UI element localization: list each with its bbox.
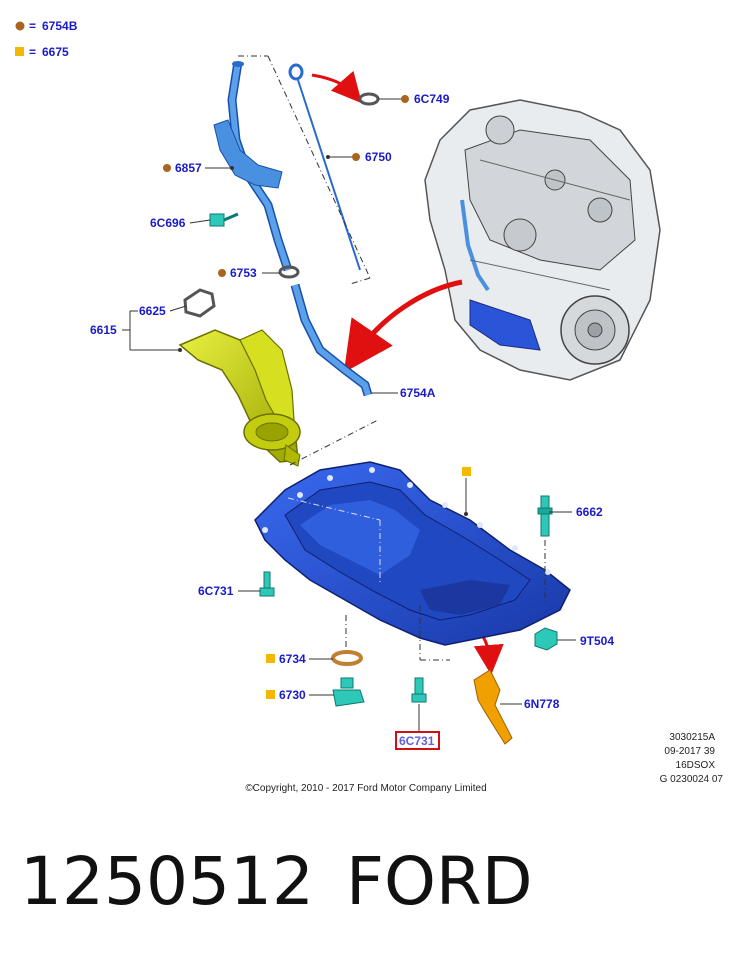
brand-name: FORD: [346, 843, 533, 920]
part-6N778: [473, 669, 513, 745]
callout-6C731-left: 6C731: [198, 584, 234, 598]
meta-line-1: 3030215A: [669, 732, 715, 743]
callout-6C749: 6C749: [414, 92, 450, 106]
svg-text:=: =: [29, 45, 36, 59]
callout-6734: 6734: [279, 652, 306, 666]
oil-pickup-6615: [178, 329, 301, 467]
callout-6N778: 6N778: [524, 697, 560, 711]
drain-plug-6730: [332, 677, 365, 707]
callout-6754A: 6754A: [400, 386, 436, 400]
callout-9T504: 9T504: [580, 634, 614, 648]
gasket-6625: [183, 288, 216, 318]
legend-label-6675: 6675: [42, 45, 69, 59]
legend-label-6754B: 6754B: [42, 19, 78, 33]
bolt-6C696: [209, 212, 239, 227]
legend: = 6754B = 6675: [15, 19, 78, 59]
legend-square-marker: [15, 47, 24, 56]
engine-illustration: [424, 99, 661, 381]
nut-9T504: [534, 627, 558, 651]
bolt-6C731-bottom: [411, 677, 427, 703]
part-number: 1250512: [20, 843, 314, 920]
dipstick-6750: [288, 63, 361, 271]
callout-6857: 6857: [175, 161, 202, 175]
stud-6662: [537, 495, 553, 537]
dipstick-tube-6754B: [213, 61, 373, 397]
callout-6750: 6750: [365, 150, 392, 164]
meta-line-2: 09-2017 39: [664, 746, 715, 757]
meta-line-3: 16DSOX: [676, 760, 716, 771]
callout-6C696: 6C696: [150, 216, 186, 230]
svg-text:=: =: [29, 19, 36, 33]
legend-circle-marker: [15, 21, 25, 31]
meta-line-4: G 0230024 07: [660, 774, 724, 785]
drawing-metadata: 3030215A 09-2017 39 16DSOX G 0230024 07: [660, 732, 724, 785]
callout-6625: 6625: [139, 304, 166, 318]
highlight-box-6C731: [395, 731, 440, 750]
bolt-6C731-left: [259, 571, 275, 597]
callout-6753: 6753: [230, 266, 257, 280]
red-arrow-engine: [343, 279, 463, 373]
o-ring-6C749: [358, 92, 380, 106]
callout-6662: 6662: [576, 505, 603, 519]
washer-6734: [331, 650, 363, 666]
callouts: 6C749 6750 6857 6C696 6753 6625 6615 675…: [90, 92, 614, 750]
o-ring-6753: [278, 265, 300, 279]
copyright: ©Copyright, 2010 - 2017 Ford Motor Compa…: [245, 783, 486, 794]
red-arrow-6C749: [311, 70, 362, 104]
callout-6C731-bottom: 6C731: [399, 734, 435, 748]
oil-pan-6675: [254, 461, 571, 646]
callout-6615: 6615: [90, 323, 117, 337]
callout-6730: 6730: [279, 688, 306, 702]
